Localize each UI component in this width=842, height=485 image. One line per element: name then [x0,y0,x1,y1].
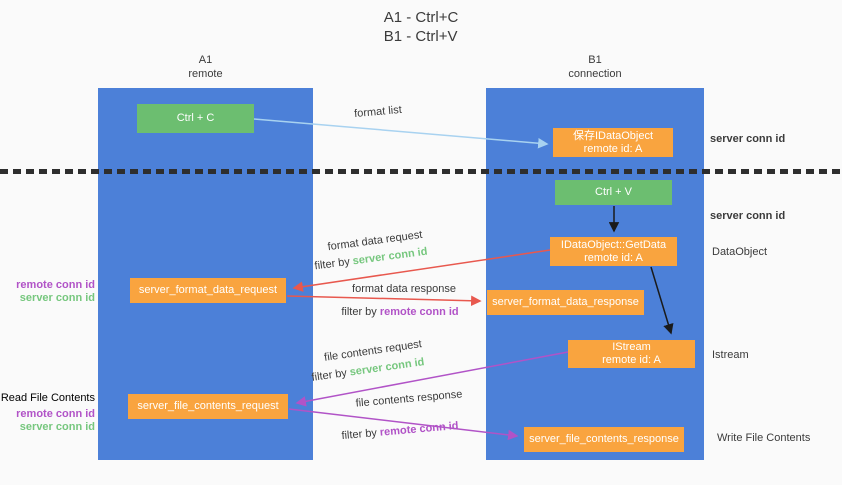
filter-by-text: filter by [341,306,377,318]
diagram-title: A1 - Ctrl+C B1 - Ctrl+V [0,8,842,46]
label-server-conn-id-right-top: server conn id [710,133,786,145]
node-save-dataobject-line1: 保存IDataObject [572,129,654,142]
node-getdata-line1: IDataObject::GetData [560,238,667,251]
label-dataobject: DataObject [712,246,768,258]
node-getdata-line2: remote id: A [584,251,643,264]
node-ctrl-c-label: Ctrl + C [176,112,215,124]
node-istream-line1: IStream [612,341,651,353]
node-istream-line2: remote id: A [602,354,661,366]
dotted-divider [0,169,842,174]
node-ctrl-v-label: Ctrl + V [595,186,632,198]
label-group-left-top: remote conn id server conn id [0,279,95,305]
label-server-conn-id-right-mid: server conn id [710,210,786,222]
node-format-request-label: server_format_data_request [138,284,278,296]
label-server-conn-id-left-top: server conn id [19,292,95,304]
column-b-header: B1 connection [486,53,704,81]
node-format-response-label: server_format_data_response [492,296,639,308]
column-a-header: A1 remote [98,53,313,81]
label-group-left-bottom: Read File Contents remote conn id server… [0,392,95,434]
node-server-file-contents-response: server_file_contents_response [524,427,684,452]
node-istream: IStream remote id: A [568,340,695,368]
node-server-format-data-request: server_format_data_request [130,278,286,303]
remote-conn-id-text: remote conn id [379,306,459,318]
column-a-subtitle: remote [188,68,223,80]
label-write-file-contents: Write File Contents [717,432,811,444]
arrow-format-data-response [286,295,482,307]
label-remote-conn-id-left-top: remote conn id [16,279,95,291]
node-server-file-contents-request: server_file_contents_request [128,394,288,419]
column-a-name: A1 [198,54,213,66]
filter-by-text: filter by [310,367,348,384]
server-conn-id-text: server conn id [348,356,426,379]
node-server-format-data-response: server_format_data_response [487,290,644,315]
title-line-2: B1 - Ctrl+V [383,28,458,45]
node-file-response-label: server_file_contents_response [529,433,679,445]
label-read-file-contents: Read File Contents [0,392,95,404]
filter-by-text: filter by [341,427,378,443]
column-b-subtitle: connection [568,68,622,80]
server-conn-id-text: server conn id [352,245,429,268]
title-line-1: A1 - Ctrl+C [383,9,459,26]
remote-conn-id-text: remote conn id [379,419,459,439]
label-server-conn-id-left-bottom: server conn id [19,421,95,433]
node-save-dataobject: 保存IDataObject remote id: A [553,128,673,157]
label-file-contents-response: file contents response [355,388,463,410]
node-ctrl-v: Ctrl + V [555,180,672,205]
label-remote-conn-id-left-bottom: remote conn id [16,408,95,420]
filter-by-text: filter by [313,255,351,273]
label-istream: Istream [712,349,749,361]
column-b-name: B1 [588,54,602,66]
node-save-dataobject-line2: remote id: A [583,142,643,155]
node-ctrl-c: Ctrl + C [137,104,254,133]
node-file-request-label: server_file_contents_request [137,400,279,412]
node-idataobject-getdata: IDataObject::GetData remote id: A [550,237,677,266]
label-format-data-response: format data response [352,283,456,295]
label-format-list: format list [353,103,403,121]
